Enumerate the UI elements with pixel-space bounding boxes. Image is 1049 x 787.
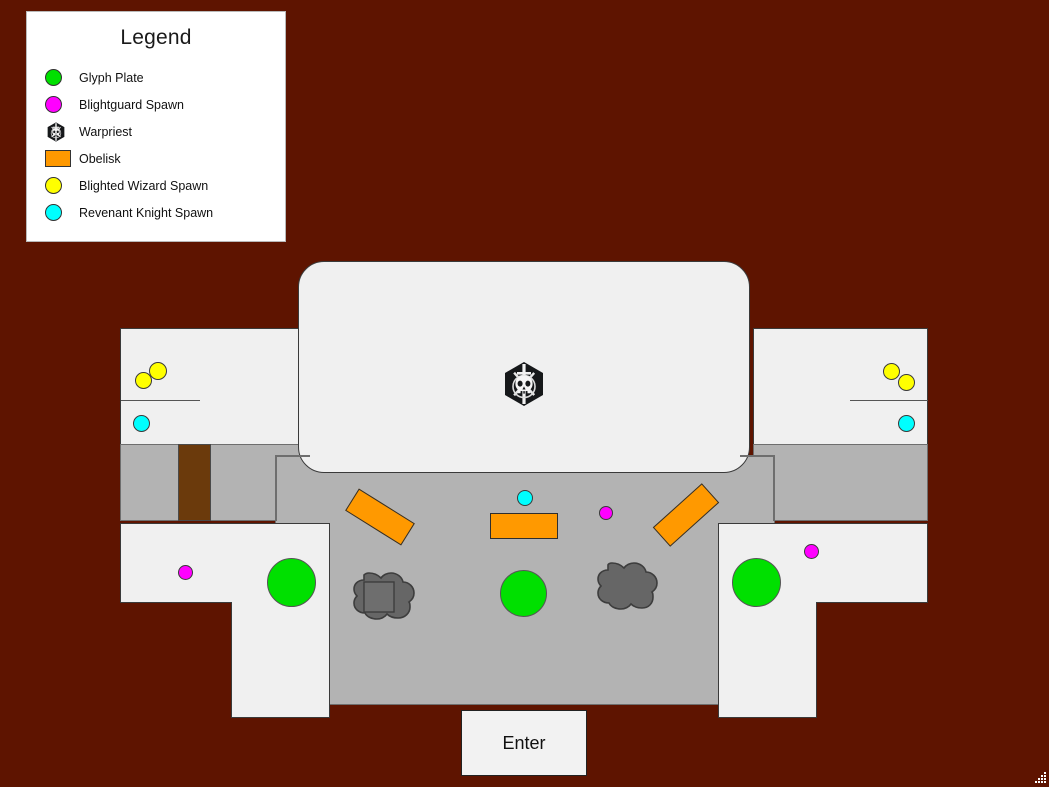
orange-rect-icon — [45, 150, 79, 167]
rubble-pile-right — [592, 552, 658, 618]
legend-item-label: Obelisk — [79, 151, 121, 166]
legend-item-obelisk: Obelisk — [27, 145, 285, 172]
blightguard-spawn-3 — [804, 544, 819, 559]
rubble-pile-left — [348, 558, 422, 628]
blighted-wizard-spawn-2 — [149, 362, 167, 380]
right-plaza-wall — [773, 455, 775, 521]
legend-title: Legend — [120, 26, 192, 49]
blighted-wizard-spawn-4 — [898, 374, 915, 391]
legend-item-label: Blighted Wizard Spawn — [79, 178, 209, 193]
glyph-plate-center — [500, 570, 547, 617]
upper-left-room-divider — [121, 400, 200, 401]
right-plaza-wall-top — [740, 455, 775, 457]
legend-item-label: Revenant Knight Spawn — [79, 205, 214, 220]
legend-panel: Legend Glyph Plate Blightguard Spawn — [26, 11, 286, 242]
resize-grip[interactable] — [1032, 770, 1048, 786]
left-plaza-wall — [275, 455, 277, 521]
yellow-circle-icon — [45, 177, 79, 194]
revenant-knight-spawn-3 — [517, 490, 533, 506]
legend-item-glyph-plate: Glyph Plate — [27, 64, 285, 91]
legend-item-label: Warpriest — [79, 124, 133, 139]
legend-item-label: Blightguard Spawn — [79, 97, 184, 112]
warpriest-badge-icon — [45, 120, 79, 143]
left-plaza-wall-top — [275, 455, 310, 457]
magenta-circle-icon — [45, 96, 79, 113]
cyan-circle-icon — [45, 204, 79, 221]
legend-item-blighted-wizard-spawn: Blighted Wizard Spawn — [27, 172, 285, 199]
blightguard-spawn-2 — [599, 506, 613, 520]
legend-item-revenant-knight-spawn: Revenant Knight Spawn — [27, 199, 285, 226]
legend-item-label: Glyph Plate — [79, 70, 144, 85]
warpriest-badge-icon — [499, 359, 549, 409]
legend-item-warpriest: Warpriest — [27, 118, 285, 145]
enter-button[interactable]: Enter — [461, 710, 587, 776]
legend-item-blightguard-spawn: Blightguard Spawn — [27, 91, 285, 118]
glyph-plate-left — [267, 558, 316, 607]
upper-left-room — [120, 328, 309, 445]
upper-right-room-divider — [850, 400, 928, 401]
green-circle-icon — [45, 69, 79, 86]
blighted-wizard-spawn-1 — [135, 372, 152, 389]
glyph-plate-right — [732, 558, 781, 607]
revenant-knight-spawn-1 — [133, 415, 150, 432]
revenant-knight-spawn-2 — [898, 415, 915, 432]
obelisk-center — [490, 513, 558, 539]
blightguard-spawn-1 — [178, 565, 193, 580]
blighted-wizard-spawn-3 — [883, 363, 900, 380]
right-corridor — [753, 444, 928, 521]
left-corridor-door — [178, 444, 211, 521]
